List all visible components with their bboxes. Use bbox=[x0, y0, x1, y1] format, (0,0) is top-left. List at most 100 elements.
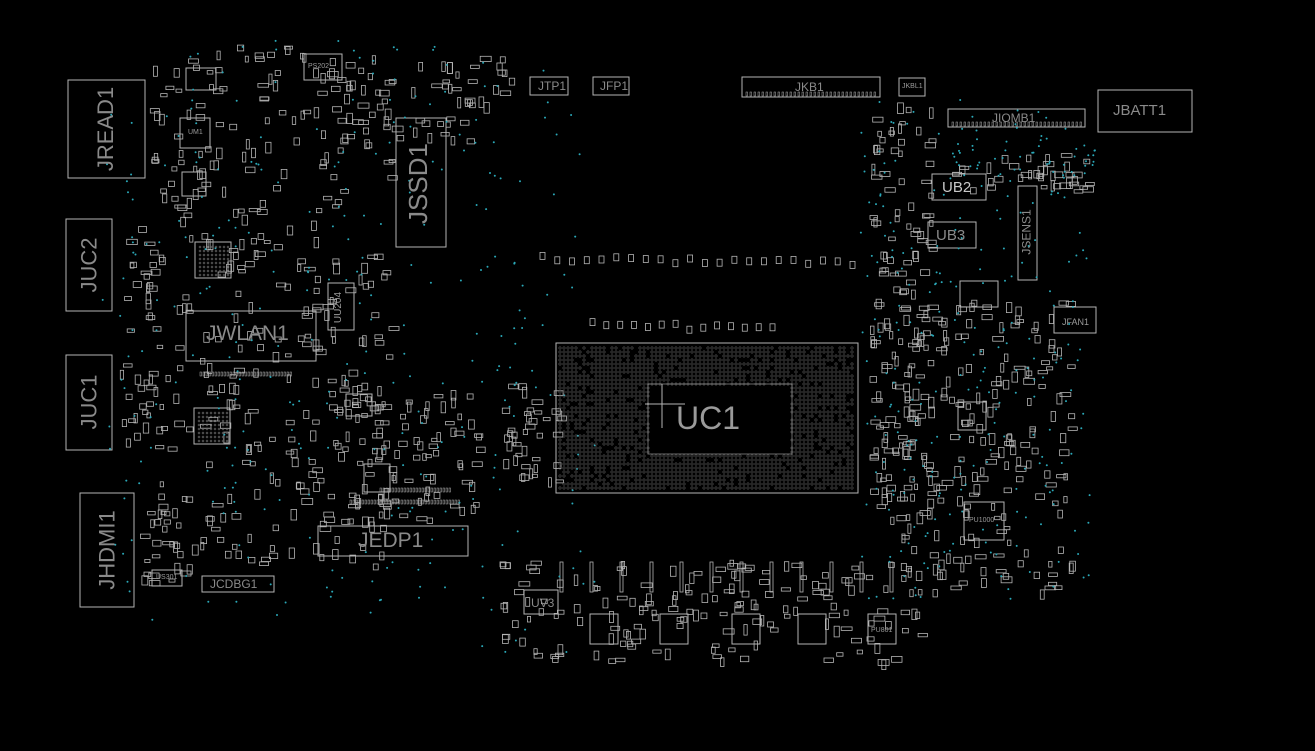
smd-part bbox=[856, 649, 863, 655]
chip-um1[interactable] bbox=[179, 117, 211, 149]
connector-jfan1[interactable] bbox=[1053, 306, 1097, 334]
chip-pu-a[interactable] bbox=[589, 613, 619, 645]
via bbox=[272, 270, 275, 273]
bga-ball bbox=[586, 398, 590, 402]
bga-ball bbox=[834, 486, 838, 490]
bga-ball bbox=[722, 378, 726, 382]
label-uv3: UV3 bbox=[531, 596, 555, 610]
bga-ball bbox=[582, 386, 586, 390]
via bbox=[866, 422, 869, 425]
connector-juc1[interactable] bbox=[65, 354, 113, 451]
chip-pu-d[interactable] bbox=[797, 613, 827, 645]
bga-ball bbox=[590, 378, 594, 382]
via bbox=[1045, 137, 1048, 140]
connector-jedp1[interactable] bbox=[317, 525, 469, 557]
chip-pu-c[interactable] bbox=[731, 613, 761, 645]
smd-part bbox=[297, 258, 306, 265]
bga-ball bbox=[626, 422, 630, 426]
bga-ball bbox=[614, 466, 618, 470]
via bbox=[959, 99, 962, 101]
smd-part bbox=[876, 425, 884, 430]
bga-ball bbox=[810, 450, 814, 454]
connector-jsens1[interactable] bbox=[1017, 185, 1038, 281]
connector-jwlan1[interactable] bbox=[185, 310, 317, 362]
connector-jtp1[interactable] bbox=[529, 76, 569, 96]
bga-ball bbox=[606, 394, 610, 398]
via bbox=[958, 149, 960, 152]
connector-jread1[interactable] bbox=[67, 79, 146, 179]
bga-ball bbox=[618, 422, 622, 426]
bga-ball bbox=[694, 378, 698, 382]
chip-ps202[interactable] bbox=[303, 53, 343, 81]
chip-pu-b[interactable] bbox=[659, 613, 689, 645]
smd-part bbox=[506, 441, 513, 452]
smd-part bbox=[140, 270, 153, 275]
bga-ball bbox=[622, 390, 626, 394]
bga-ball bbox=[718, 454, 722, 458]
connector-jbatt1[interactable] bbox=[1097, 89, 1193, 133]
smd-part bbox=[1083, 158, 1091, 165]
smd-part bbox=[386, 354, 394, 360]
via bbox=[492, 476, 495, 479]
bga-ball bbox=[702, 362, 706, 366]
bga-ball bbox=[574, 406, 578, 410]
smd-part bbox=[290, 509, 297, 521]
bga-ball bbox=[818, 358, 822, 362]
bga-ball bbox=[646, 366, 650, 370]
bga-ball bbox=[782, 370, 786, 374]
bga-ball bbox=[842, 426, 846, 430]
smd-part bbox=[714, 321, 720, 330]
chip-uu204[interactable] bbox=[327, 282, 355, 331]
chip-left-ic3[interactable] bbox=[185, 67, 217, 91]
bga-ball bbox=[762, 374, 766, 378]
connector-pin bbox=[391, 487, 394, 493]
chip-right-qfn[interactable] bbox=[957, 401, 987, 431]
bga-ball bbox=[217, 411, 221, 415]
smd-part bbox=[349, 80, 356, 91]
connector-jcdbg1[interactable] bbox=[201, 575, 275, 593]
bga-ball bbox=[666, 382, 670, 386]
bga-ball bbox=[610, 434, 614, 438]
bga-ball bbox=[646, 378, 650, 382]
smd-part bbox=[617, 320, 624, 329]
smd-part bbox=[176, 305, 184, 315]
smd-part bbox=[1004, 441, 1015, 446]
bga-ball bbox=[650, 466, 654, 470]
connector-pin bbox=[370, 499, 373, 505]
bga-ball bbox=[746, 482, 750, 486]
connector-pin bbox=[202, 371, 205, 377]
chip-right-ic[interactable] bbox=[959, 280, 999, 308]
smd-part bbox=[148, 580, 161, 587]
bga-ball bbox=[746, 346, 750, 350]
bga-ball bbox=[718, 378, 722, 382]
connector-jkbl1[interactable] bbox=[898, 77, 926, 97]
bga-ball bbox=[682, 470, 686, 474]
smd-part bbox=[1046, 366, 1054, 371]
smd-part bbox=[734, 606, 744, 613]
connector-juc2[interactable] bbox=[65, 218, 113, 312]
bga-ball bbox=[790, 446, 794, 450]
connector-jhdmi1[interactable] bbox=[79, 492, 135, 608]
chip-left-ic6[interactable] bbox=[363, 463, 391, 493]
connector-jfp1[interactable] bbox=[592, 76, 630, 96]
bga-ball bbox=[662, 358, 666, 362]
chip-us301[interactable] bbox=[151, 569, 183, 587]
via bbox=[959, 459, 962, 462]
bga-ball bbox=[570, 374, 574, 378]
chip-uv3[interactable] bbox=[523, 589, 559, 615]
via bbox=[1070, 452, 1073, 455]
smd-part bbox=[874, 144, 881, 155]
connector-jkb1[interactable] bbox=[741, 76, 881, 98]
chip-ub3[interactable] bbox=[927, 221, 977, 249]
smd-part bbox=[687, 254, 693, 263]
smd-part bbox=[920, 393, 930, 400]
smd-part bbox=[358, 274, 363, 286]
bga-ball bbox=[782, 358, 786, 362]
connector-pin bbox=[797, 91, 800, 97]
chip-left-bga2[interactable] bbox=[193, 407, 231, 445]
chip-pu1000[interactable] bbox=[963, 501, 1005, 541]
smd-part bbox=[1050, 411, 1056, 422]
smd-part bbox=[527, 616, 532, 623]
bga-ball bbox=[830, 346, 834, 350]
bga-ball bbox=[574, 438, 578, 442]
